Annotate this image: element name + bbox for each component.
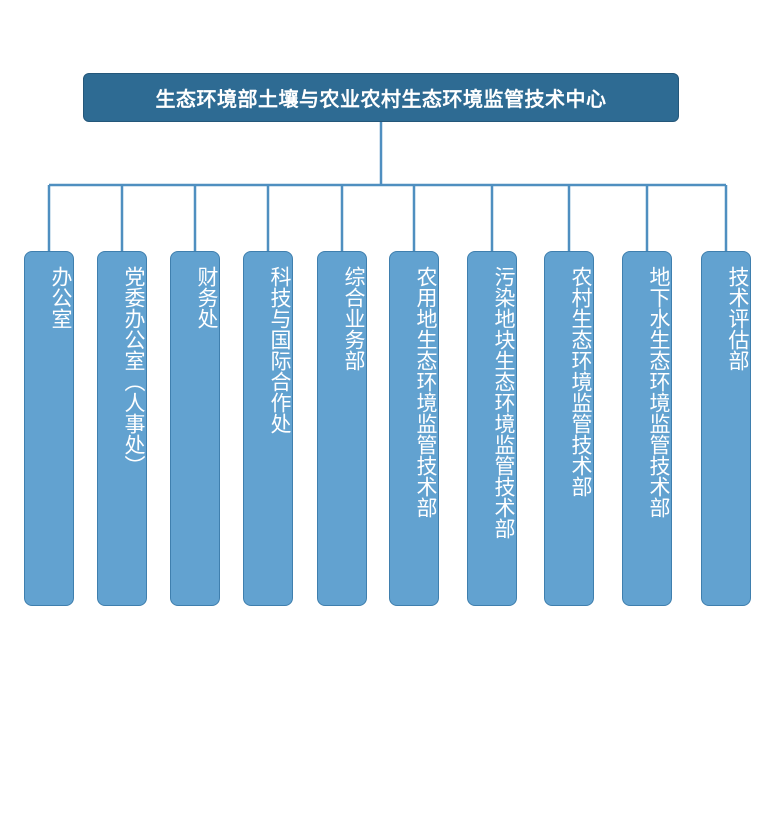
dept-science-international: 科技与国际合作处 — [243, 251, 293, 606]
dept-technical-assessment: 技术评估部 — [701, 251, 751, 606]
dept-label: 污染地块生态环境监管技术部 — [492, 266, 516, 539]
dept-rural-environment: 农村生态环境监管技术部 — [544, 251, 594, 606]
dept-office: 办公室 — [24, 251, 74, 606]
dept-label: 科技与国际合作处 — [268, 266, 292, 434]
root-title: 生态环境部土壤与农业农村生态环境监管技术中心 — [155, 87, 607, 111]
dept-agricultural-land: 农用地生态环境监管技术部 — [389, 251, 439, 606]
dept-label: 地下水生态环境监管技术部 — [647, 266, 671, 518]
dept-general-affairs: 综合业务部 — [317, 251, 367, 606]
dept-label: 农用地生态环境监管技术部 — [414, 266, 438, 518]
dept-label: 综合业务部 — [342, 266, 366, 371]
dept-label: 农村生态环境监管技术部 — [569, 266, 593, 497]
dept-party-office: 党委办公室（人事处） — [97, 251, 147, 606]
dept-groundwater: 地下水生态环境监管技术部 — [622, 251, 672, 606]
dept-label: 技术评估部 — [726, 266, 750, 371]
dept-label: 财务处 — [195, 266, 219, 329]
dept-label: 党委办公室（人事处） — [122, 266, 146, 476]
dept-label: 办公室 — [49, 266, 73, 329]
dept-finance: 财务处 — [170, 251, 220, 606]
dept-contaminated-sites: 污染地块生态环境监管技术部 — [467, 251, 517, 606]
root-node: 生态环境部土壤与农业农村生态环境监管技术中心 — [83, 73, 679, 122]
